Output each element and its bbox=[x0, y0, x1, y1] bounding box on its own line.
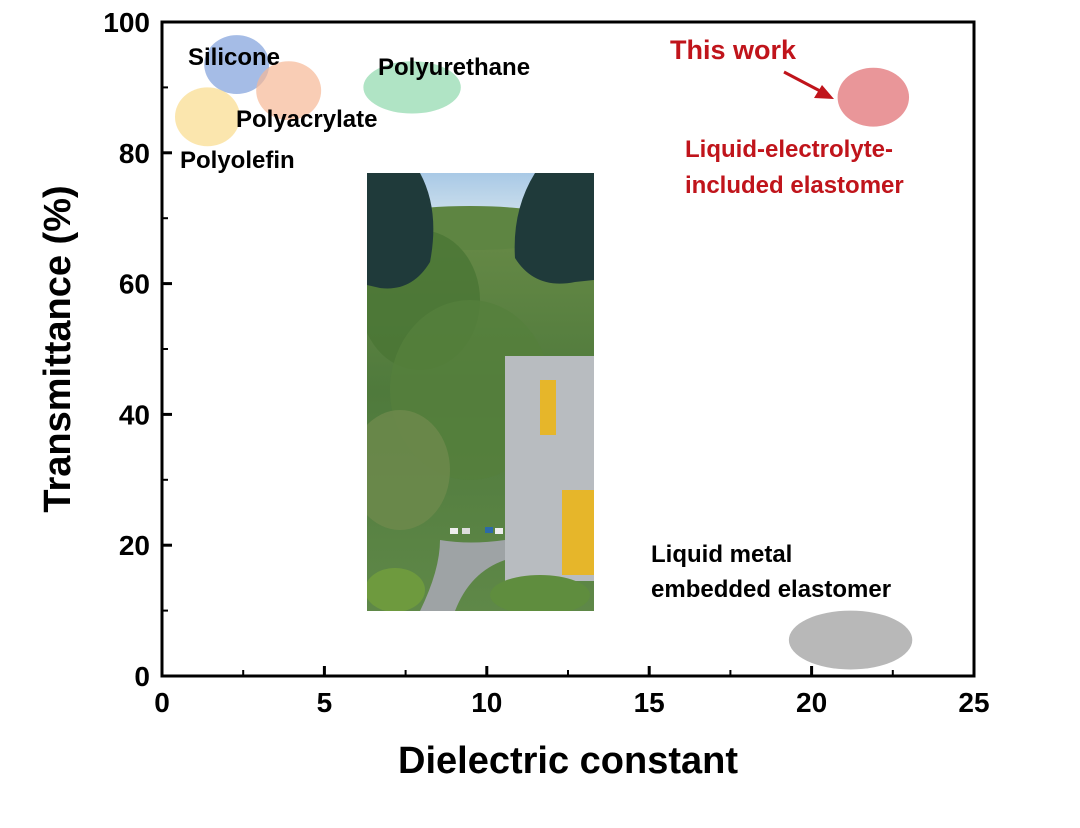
y-tick-label: 80 bbox=[119, 138, 150, 169]
label-electrolyte-line1: Liquid-electrolyte- bbox=[685, 136, 893, 163]
y-tick-label: 40 bbox=[119, 399, 150, 430]
x-axis: 0 5 10 15 20 25 bbox=[154, 666, 990, 718]
y-tick-label: 100 bbox=[103, 7, 150, 38]
x-tick-label: 5 bbox=[317, 687, 333, 718]
y-tick-label: 60 bbox=[119, 269, 150, 300]
label-polyolefin: Polyolefin bbox=[180, 147, 295, 174]
y-axis: 0 20 40 60 80 100 bbox=[103, 7, 172, 692]
data-blob-5 bbox=[788, 610, 913, 670]
label-silicone: Silicone bbox=[188, 44, 280, 71]
data-blob-4 bbox=[837, 67, 910, 127]
inset-photo bbox=[367, 173, 594, 611]
data-blobs bbox=[174, 35, 913, 670]
label-metal-line2: embedded elastomer bbox=[651, 576, 891, 603]
label-polyacrylate: Polyacrylate bbox=[236, 106, 377, 133]
y-tick-label: 20 bbox=[119, 530, 150, 561]
x-tick-label: 25 bbox=[958, 687, 989, 718]
x-tick-label: 0 bbox=[154, 687, 170, 718]
data-blob-0 bbox=[204, 35, 270, 94]
x-tick-label: 20 bbox=[796, 687, 827, 718]
data-blob-2 bbox=[174, 87, 240, 147]
label-electrolyte-line2: included elastomer bbox=[685, 172, 904, 199]
label-this-work: This work bbox=[670, 35, 797, 65]
y-tick-label: 0 bbox=[134, 661, 150, 692]
label-polyurethane: Polyurethane bbox=[378, 54, 530, 81]
data-blob-1 bbox=[256, 61, 322, 121]
y-axis-title: Transmittance (%) bbox=[37, 185, 79, 512]
label-metal-line1: Liquid metal bbox=[651, 541, 792, 568]
data-blob-3 bbox=[363, 61, 461, 114]
x-axis-title: Dielectric constant bbox=[398, 740, 738, 782]
x-tick-label: 10 bbox=[471, 687, 502, 718]
this-work-arrow bbox=[783, 70, 834, 99]
x-tick-label: 15 bbox=[634, 687, 665, 718]
